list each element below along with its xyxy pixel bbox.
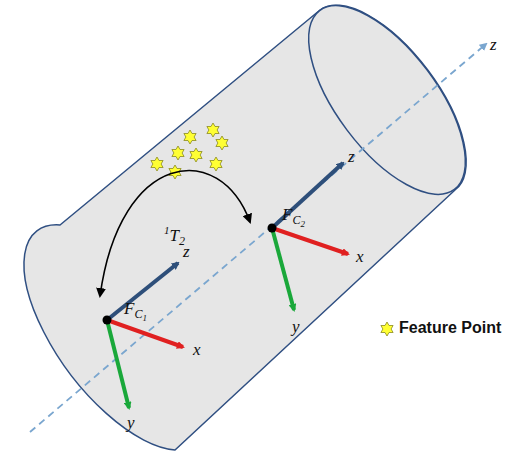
- transform-arrow: [100, 171, 250, 296]
- axis-label: z: [183, 243, 190, 260]
- legend-star: [381, 322, 393, 336]
- feature-point-star: [172, 146, 184, 160]
- axis-label: z: [490, 36, 497, 53]
- axis-label: x: [356, 248, 364, 265]
- feature-point-star: [190, 148, 202, 162]
- transform-label: 1T2: [164, 225, 185, 247]
- camera-frame-1: [103, 263, 184, 408]
- frame-label: FC2: [282, 206, 305, 229]
- axis-label: x: [193, 341, 201, 358]
- feature-point-star: [210, 157, 222, 171]
- feature-point-star: [207, 123, 219, 137]
- legend-text: Feature Point: [399, 320, 501, 336]
- axis-label: z: [348, 148, 355, 165]
- axis-label: y: [127, 414, 135, 431]
- feature-point-star: [216, 136, 228, 150]
- camera-frame-2: [268, 163, 349, 310]
- cylinder-axis: [30, 44, 486, 432]
- frame-label: FC1: [124, 300, 147, 323]
- axis-label: y: [292, 318, 300, 335]
- feature-point-star: [184, 130, 196, 144]
- feature-point-star: [151, 157, 163, 171]
- feature-point-star: [381, 322, 393, 336]
- cylinder-end: [280, 0, 495, 220]
